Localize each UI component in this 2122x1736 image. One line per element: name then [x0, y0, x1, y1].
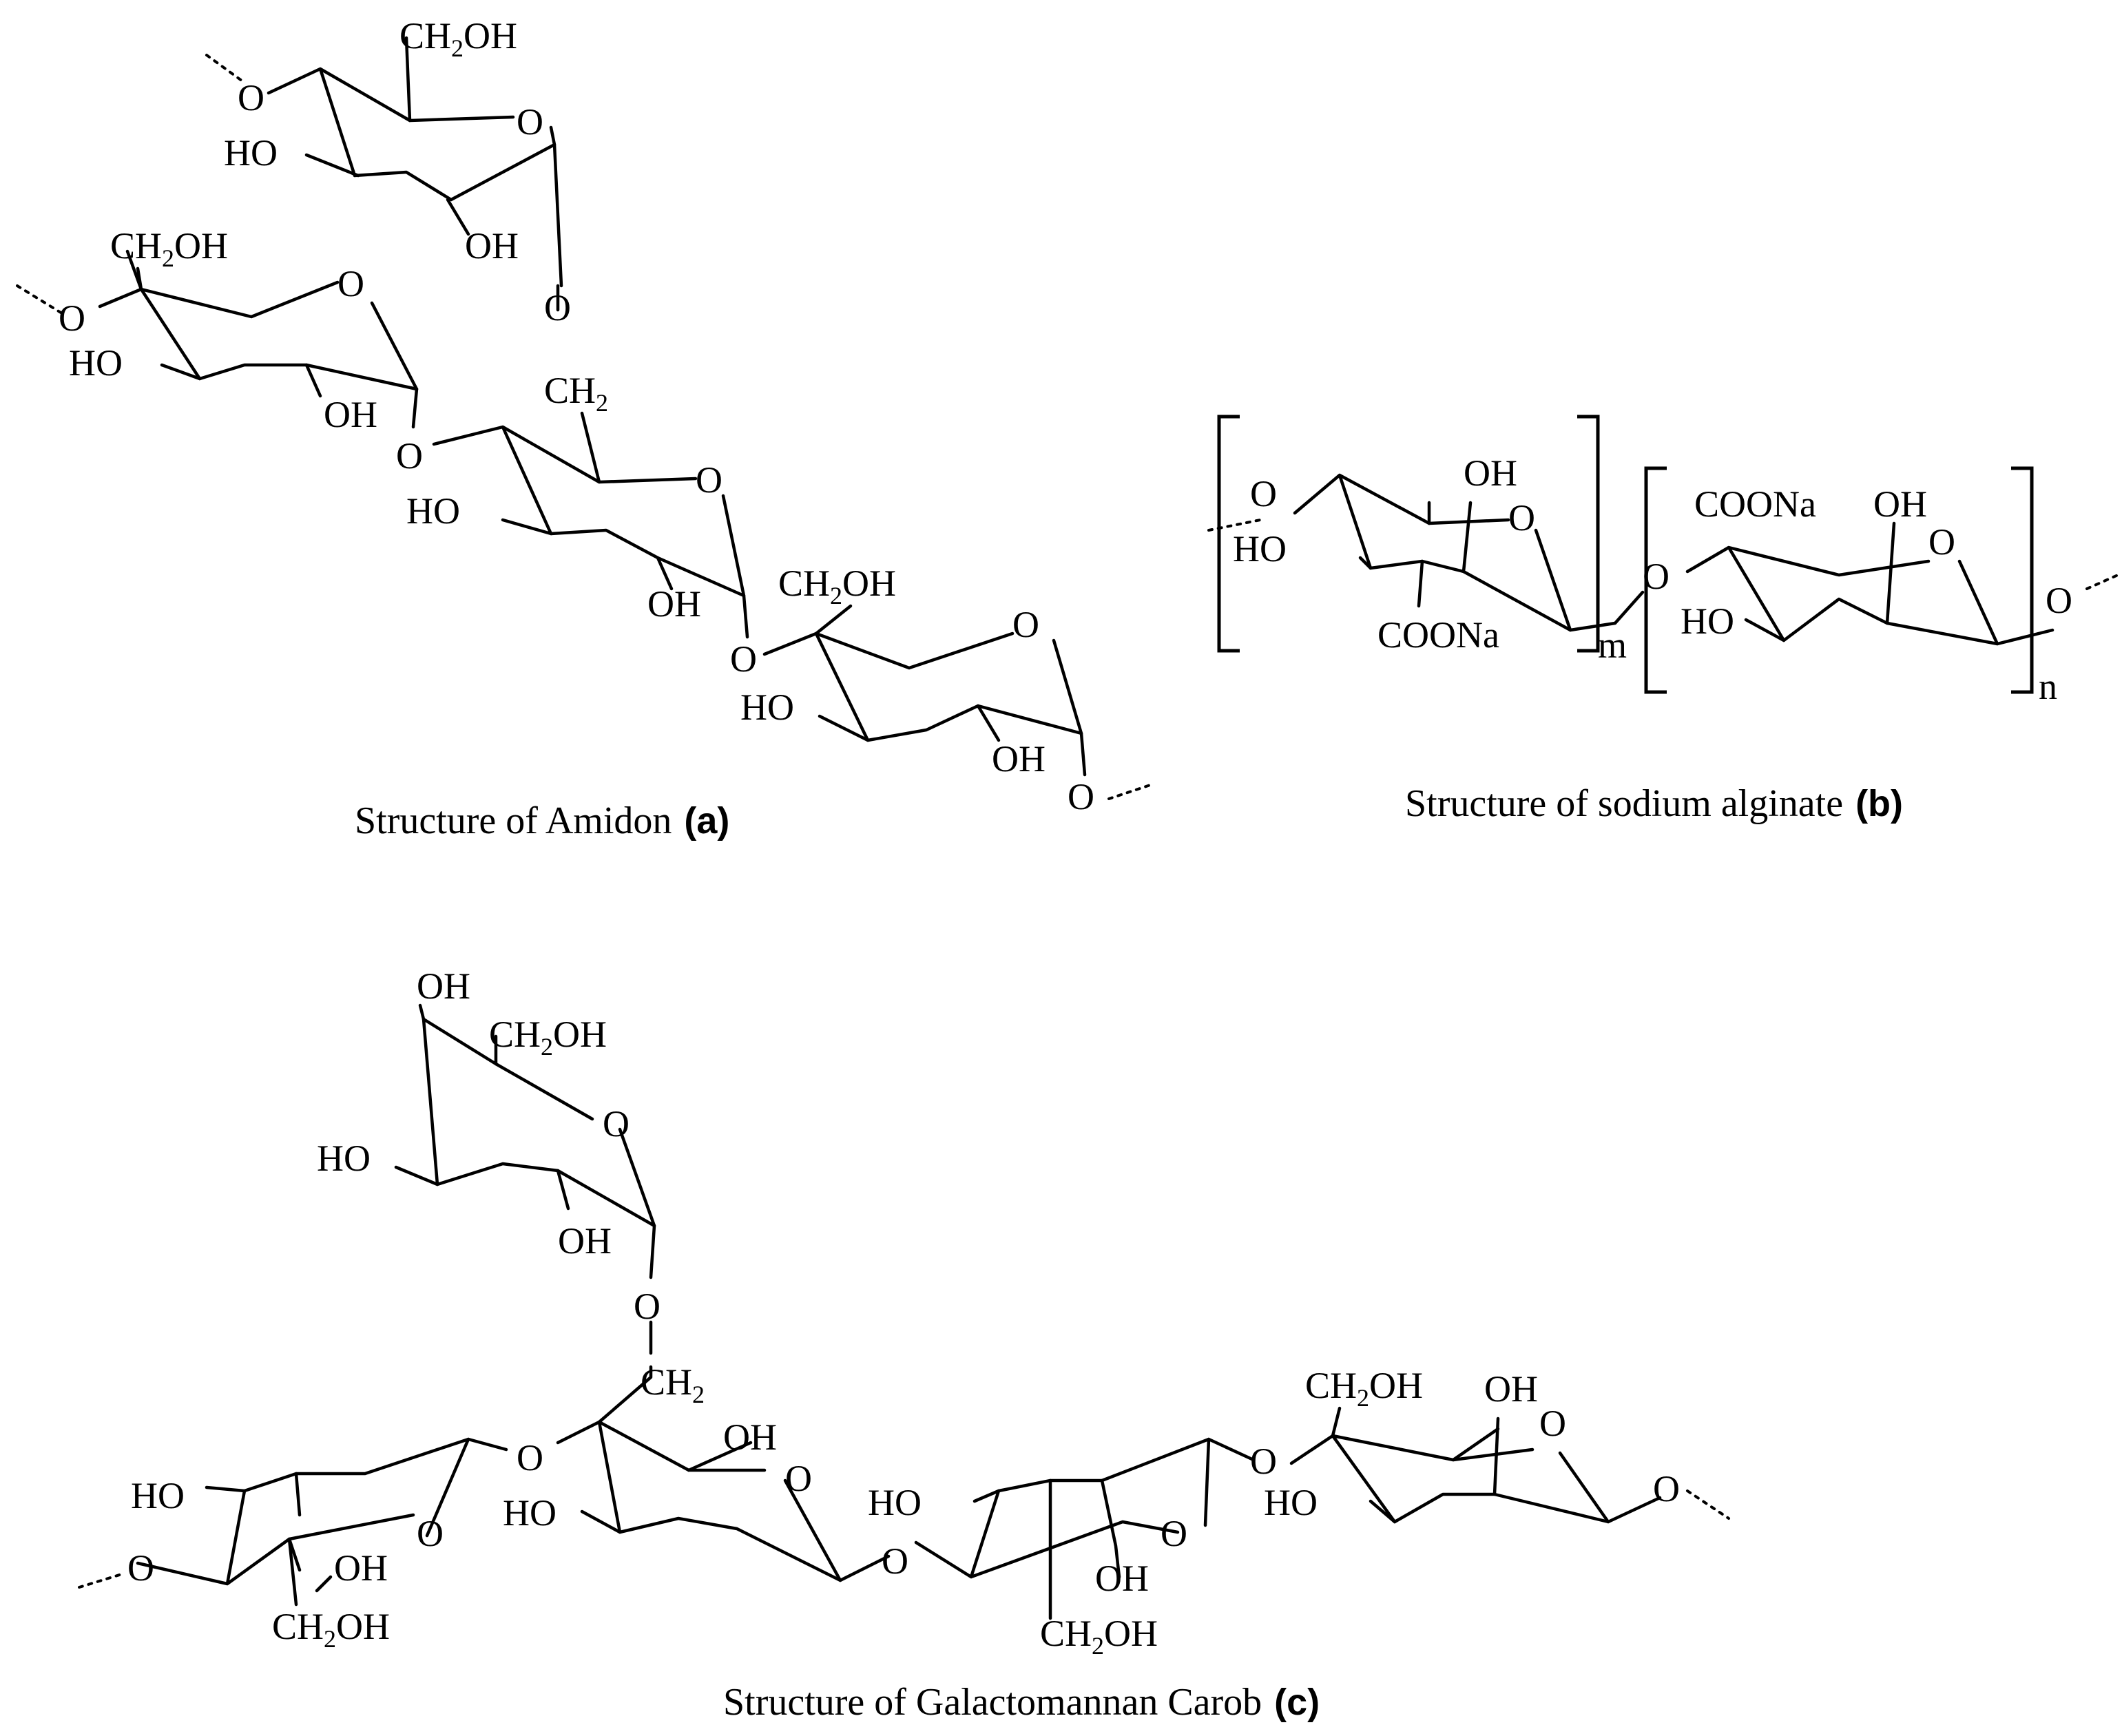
hydroxyl-label: HO [224, 132, 278, 174]
ring-oxygen-label: O [337, 263, 364, 304]
carboxylate-label: COONa [1694, 483, 1816, 525]
ring-oxygen-label: O [603, 1103, 630, 1144]
alginate-bracket-n [1644, 466, 2034, 694]
amidon-ring-middle [432, 284, 749, 639]
ch2oh-label: CH2OH [1305, 1365, 1423, 1412]
sodium-alginate-structure: OH O O HO COONa m COONa OH O O HO O n St… [1207, 415, 2119, 825]
hydroxyl-label: OH [1464, 452, 1517, 494]
glycosidic-oxygen-label: O [59, 297, 85, 339]
ch2oh-label: CH2OH [399, 15, 517, 62]
ring-oxygen-label: O [1539, 1403, 1566, 1444]
caption-c: Structure of Galactomannan Carob(c) [723, 1681, 1320, 1724]
carboxylate-label: COONa [1377, 614, 1499, 656]
caption-a: Structure of Amidon(a) [355, 799, 729, 842]
repeat-unit-m: m [1598, 625, 1627, 666]
amidon-ring-top [205, 36, 563, 288]
hydroxyl-label: HO [406, 490, 460, 532]
ch2oh-label: CH2OH [489, 1014, 607, 1060]
ring-oxygen-label: O [1928, 521, 1955, 563]
hydroxyl-label: HO [1233, 528, 1287, 569]
glycosidic-oxygen-label: O [2046, 580, 2072, 621]
hydroxyl-label: OH [1484, 1368, 1538, 1410]
amidon-structure: CH2OH O O HO OH CH2OH O O O HO CH2 OH O … [16, 15, 1152, 842]
hydroxyl-label: OH [1873, 483, 1927, 525]
galactomannan-ring-3 [914, 1437, 1256, 1620]
ring-oxygen-label: O [785, 1458, 812, 1499]
glycosidic-oxygen-label: O [1643, 556, 1669, 597]
repeat-unit-n: n [2039, 666, 2057, 707]
glycosidic-oxygen-label: O [1653, 1468, 1680, 1509]
hydroxyl-label: OH [334, 1547, 388, 1589]
ch2-label: CH2 [544, 370, 608, 417]
alginate-bracket-m [1217, 415, 1600, 653]
glycosidic-oxygen-label: O [1068, 776, 1094, 817]
galactomannan-ring-2 [556, 1365, 891, 1582]
ring-oxygen-label: O [1508, 497, 1535, 538]
hydroxyl-label: HO [868, 1482, 922, 1523]
hydroxyl-label: OH [723, 1416, 777, 1458]
glycosidic-oxygen-label: O [1250, 473, 1277, 514]
glycosidic-oxygen-label: O [238, 77, 264, 118]
hydroxyl-label: HO [1681, 600, 1734, 642]
glycosidic-oxygen-label: O [544, 287, 571, 328]
hydroxyl-label: OH [992, 738, 1046, 780]
hydroxyl-label: HO [503, 1492, 556, 1534]
hydroxyl-label: HO [317, 1138, 371, 1179]
hydroxyl-label: HO [1264, 1482, 1318, 1523]
hydroxyl-label: HO [740, 687, 794, 728]
galactomannan-ring-1 [78, 1437, 508, 1607]
hydroxyl-label: OH [647, 583, 701, 625]
glycosidic-oxygen-label: O [127, 1547, 154, 1589]
hydroxyl-label: HO [69, 342, 123, 384]
glycosidic-oxygen-label: O [882, 1540, 908, 1582]
hydroxyl-label: OH [324, 394, 377, 435]
ring-oxygen-label: O [417, 1513, 444, 1554]
ring-oxygen-label: O [1012, 604, 1039, 645]
ch2oh-label: CH2OH [272, 1606, 390, 1653]
hydroxyl-label: OH [1095, 1558, 1149, 1599]
ch2oh-label: CH2OH [1040, 1613, 1158, 1660]
ch2oh-label: CH2OH [778, 563, 896, 609]
ch2oh-label: CH2OH [110, 225, 228, 272]
glycosidic-oxygen-label: O [396, 435, 423, 477]
ring-oxygen-label: O [1161, 1513, 1187, 1554]
hydroxyl-label: OH [558, 1220, 612, 1262]
glycosidic-oxygen-label: O [517, 1437, 543, 1478]
glycosidic-oxygen-label: O [634, 1286, 660, 1327]
caption-b: Structure of sodium alginate(b) [1405, 782, 1903, 825]
galactomannan-galactose-ring [394, 1003, 656, 1355]
galactomannan-structure: OH CH2OH O HO OH O CH2 OH HO O O HO O OH… [78, 965, 1730, 1724]
glycosidic-oxygen-label: O [1250, 1441, 1277, 1482]
amidon-ring-left [16, 249, 419, 429]
alginate-ring-n [1685, 521, 2119, 646]
glycosidic-oxygen-label: O [730, 638, 757, 680]
galactomannan-ring-4 [1289, 1406, 1730, 1524]
ring-oxygen-label: O [696, 459, 722, 501]
hydroxyl-label: HO [131, 1475, 185, 1516]
alginate-ring-m [1207, 473, 1645, 632]
ch2-label: CH2 [641, 1361, 705, 1408]
ring-oxygen-label: O [517, 101, 543, 143]
amidon-ring-bottom [762, 604, 1152, 800]
hydroxyl-label: OH [417, 965, 470, 1007]
hydroxyl-label: OH [465, 225, 519, 266]
